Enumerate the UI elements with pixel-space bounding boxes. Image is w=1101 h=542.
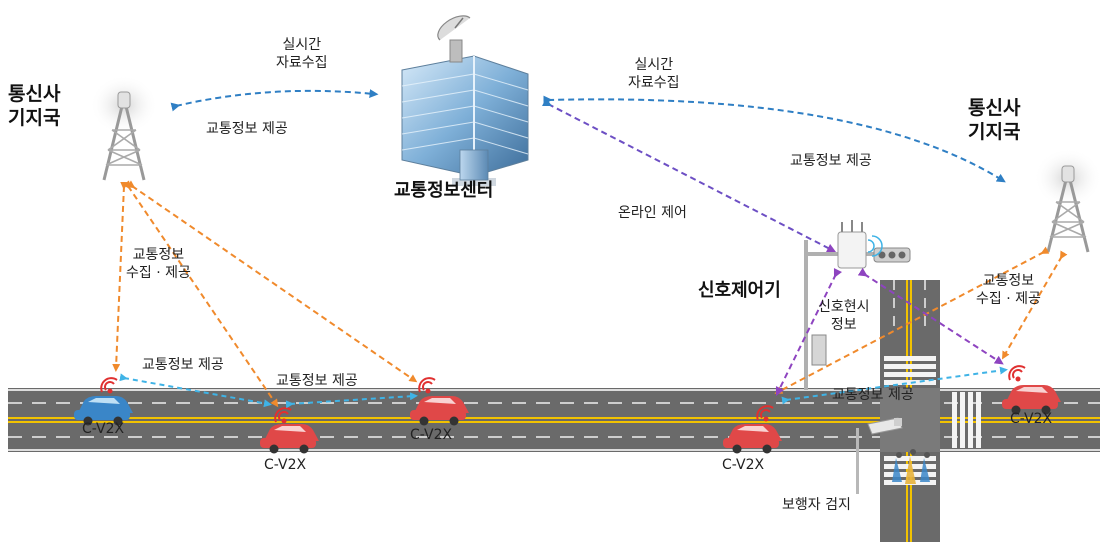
vehicle-tag: C-V2X — [82, 421, 125, 437]
v2v-label-2: 교통정보 제공 — [276, 373, 358, 389]
signal-controller-label: 신호제어기 — [698, 280, 781, 301]
vehicle-tag: C-V2X — [410, 427, 453, 443]
pedestrian-label: 보행자 검지 — [782, 497, 851, 513]
vehicle-tag: C-V2X — [264, 457, 307, 473]
car-icon — [410, 396, 469, 426]
tower-icon — [1034, 148, 1101, 253]
controller-car-links — [775, 267, 1004, 397]
v2v-label-3: 교통정보 제공 — [832, 387, 914, 403]
vehicle-tag: C-V2X — [1010, 411, 1053, 427]
provide-right-label: 교통정보 제공 — [790, 153, 872, 169]
v2v-links — [119, 366, 1008, 409]
center-links — [170, 89, 1006, 253]
vehicle-tag: C-V2X — [722, 457, 765, 473]
pedestrians — [892, 449, 930, 484]
tower-icon — [90, 75, 158, 181]
satellite-dish-icon — [437, 15, 471, 63]
car-icon — [74, 396, 133, 426]
online-control-label: 온라인 제어 — [618, 205, 687, 221]
center-label: 교통정보센터 — [394, 180, 494, 201]
car-icon — [260, 424, 319, 454]
provide-left-label: 교통정보 제공 — [206, 121, 288, 137]
v2v-label-1: 교통정보 제공 — [142, 357, 224, 373]
building-icon — [401, 55, 529, 186]
camera-icon — [856, 417, 903, 494]
car-icon — [723, 424, 782, 454]
